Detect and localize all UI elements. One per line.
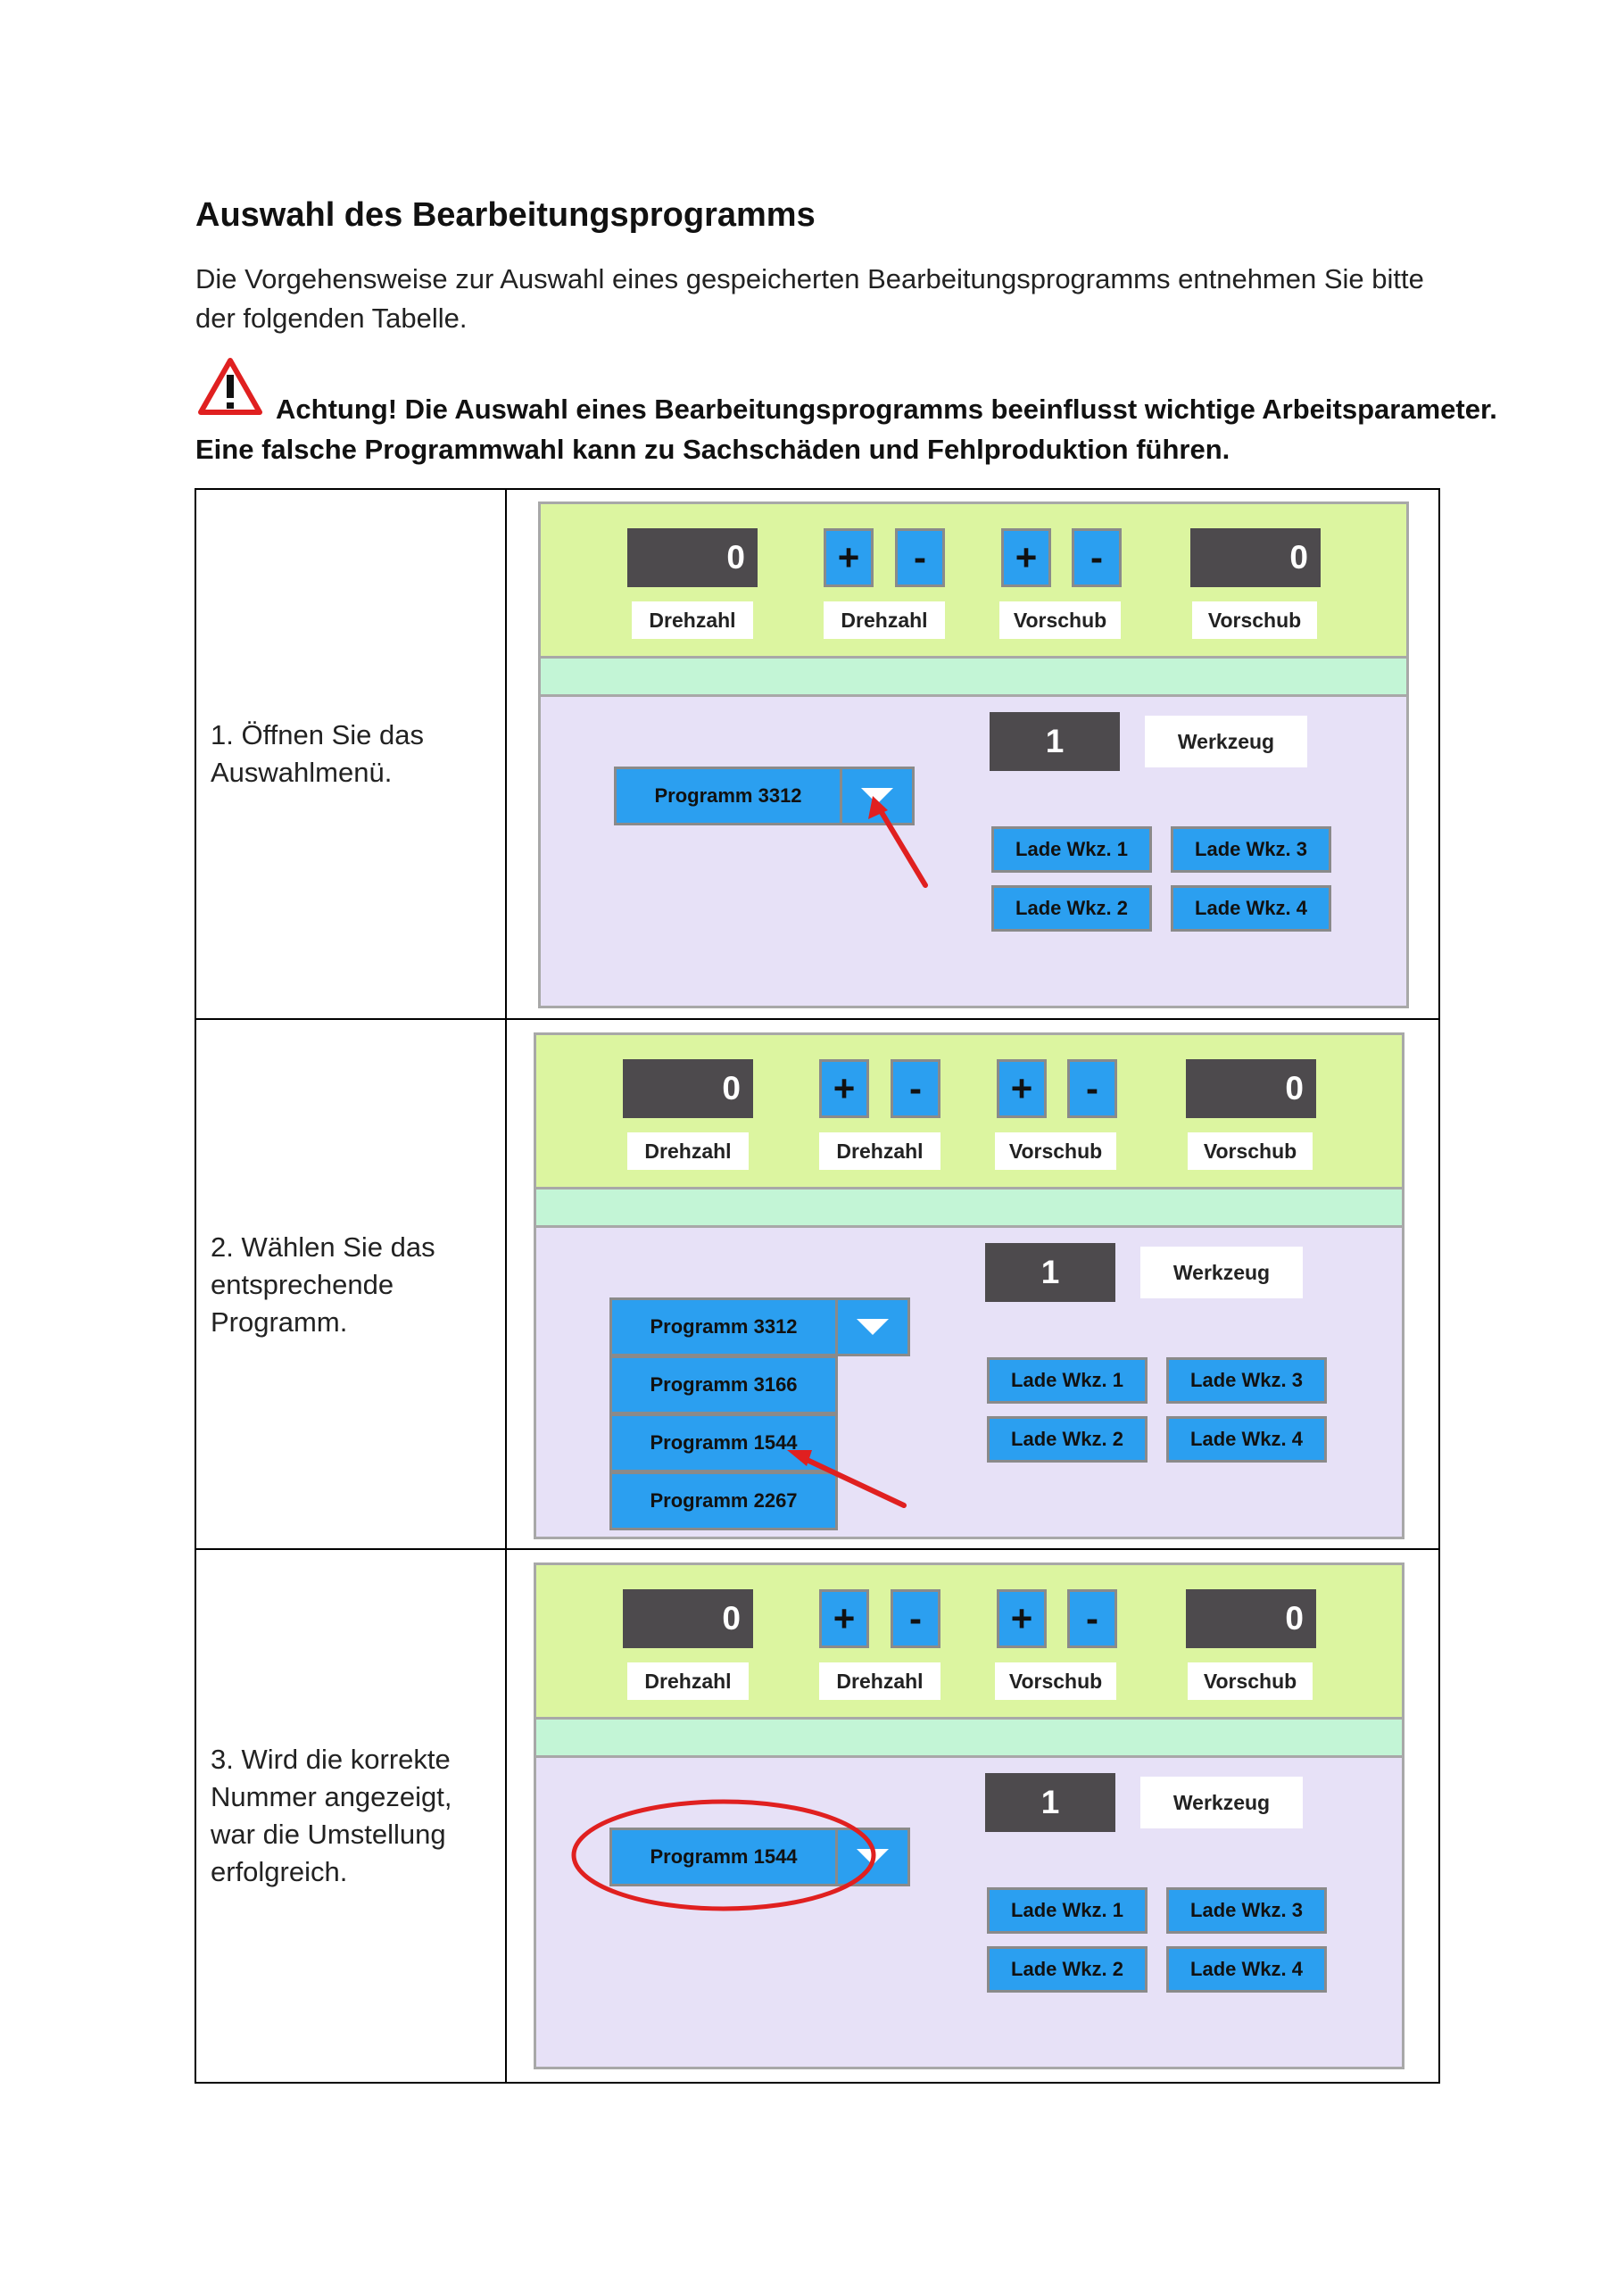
drehzahl-plus-button[interactable]: + <box>819 1589 869 1648</box>
vorschub-minus-button[interactable]: - <box>1072 528 1122 587</box>
step-1-text: 1. Öffnen Sie das Auswahlmenü. <box>211 719 424 788</box>
tool-label: Werkzeug <box>1140 1777 1303 1828</box>
vorschub-buttons-label: Vorschub <box>995 1132 1116 1170</box>
load-tool-1-button[interactable]: Lade Wkz. 1 <box>991 826 1152 873</box>
drehzahl-minus-button[interactable]: - <box>891 1589 940 1648</box>
tool-label: Werkzeug <box>1145 716 1307 767</box>
load-tool-2-button[interactable]: Lade Wkz. 2 <box>987 1416 1148 1463</box>
load-tool-4-button[interactable]: Lade Wkz. 4 <box>1171 885 1331 932</box>
chevron-down-icon <box>857 1849 889 1865</box>
program-option-2267[interactable]: Programm 2267 <box>609 1471 838 1530</box>
drehzahl-display-label: Drehzahl <box>627 1132 749 1170</box>
load-tool-4-button[interactable]: Lade Wkz. 4 <box>1166 1946 1327 1993</box>
chevron-down-icon <box>857 1319 889 1335</box>
vorschub-buttons-label: Vorschub <box>995 1662 1116 1700</box>
vorschub-minus-button[interactable]: - <box>1067 1589 1117 1648</box>
table-row-divider <box>195 1018 1440 1020</box>
step-2-machine-panel: 0 Drehzahl + - Drehzahl + - Vorschub 0 V… <box>534 1032 1404 1539</box>
program-option-3166[interactable]: Programm 3166 <box>609 1355 838 1414</box>
status-strip <box>534 1189 1404 1225</box>
dropdown-toggle-button[interactable] <box>835 1828 910 1886</box>
step-3-text: 3. Wird die korrekte Nummer angezeigt, w… <box>211 1744 452 1887</box>
load-tool-2-button[interactable]: Lade Wkz. 2 <box>991 885 1152 932</box>
drehzahl-display-label: Drehzahl <box>632 601 753 639</box>
vorschub-plus-button[interactable]: + <box>1001 528 1051 587</box>
status-strip <box>534 1720 1404 1755</box>
step-2-text: 2. Wählen Sie das entsprechende Programm… <box>211 1231 435 1338</box>
steps-table <box>195 488 1440 2084</box>
table-column-divider <box>505 488 507 2084</box>
drehzahl-minus-button[interactable]: - <box>891 1059 940 1118</box>
vorschub-display-label: Vorschub <box>1192 601 1317 639</box>
load-tool-3-button[interactable]: Lade Wkz. 3 <box>1166 1887 1327 1934</box>
warning-text-line-1: Achtung! Die Auswahl eines Bearbeitungsp… <box>276 394 1497 425</box>
vorschub-display-label: Vorschub <box>1188 1132 1313 1170</box>
load-tool-4-button[interactable]: Lade Wkz. 4 <box>1166 1416 1327 1463</box>
warning-text-line-2: Eine falsche Programmwahl kann zu Sachsc… <box>195 434 1230 465</box>
load-tool-1-button[interactable]: Lade Wkz. 1 <box>987 1887 1148 1934</box>
program-option-1544[interactable]: Programm 1544 <box>609 1413 838 1472</box>
drehzahl-display: 0 <box>623 1589 753 1648</box>
page-title: Auswahl des Bearbeitungsprogramms <box>195 196 816 234</box>
dropdown-toggle-button[interactable] <box>840 767 915 825</box>
drehzahl-display-label: Drehzahl <box>627 1662 749 1700</box>
drehzahl-buttons-label: Drehzahl <box>819 1662 940 1700</box>
vorschub-display: 0 <box>1186 1589 1316 1648</box>
load-tool-2-button[interactable]: Lade Wkz. 2 <box>987 1946 1148 1993</box>
tool-number-display: 1 <box>985 1773 1115 1832</box>
program-select[interactable]: Programm 1544 <box>609 1828 838 1886</box>
vorschub-buttons-label: Vorschub <box>999 601 1121 639</box>
program-select[interactable]: Programm 3312 <box>614 767 842 825</box>
vorschub-minus-button[interactable]: - <box>1067 1059 1117 1118</box>
vorschub-plus-button[interactable]: + <box>997 1589 1047 1648</box>
tool-number-display: 1 <box>985 1243 1115 1302</box>
drehzahl-plus-button[interactable]: + <box>819 1059 869 1118</box>
vorschub-plus-button[interactable]: + <box>997 1059 1047 1118</box>
tool-number-display: 1 <box>990 712 1120 771</box>
program-select[interactable]: Programm 3312 <box>609 1297 838 1356</box>
status-strip <box>538 659 1409 694</box>
load-tool-3-button[interactable]: Lade Wkz. 3 <box>1166 1357 1327 1404</box>
table-row-divider <box>195 1548 1440 1550</box>
vorschub-display: 0 <box>1190 528 1321 587</box>
warning-triangle-icon <box>198 358 262 415</box>
drehzahl-display: 0 <box>623 1059 753 1118</box>
drehzahl-buttons-label: Drehzahl <box>824 601 945 639</box>
step-3-machine-panel: 0 Drehzahl + - Drehzahl + - Vorschub 0 V… <box>534 1562 1404 2069</box>
load-tool-1-button[interactable]: Lade Wkz. 1 <box>987 1357 1148 1404</box>
intro-text-line-1: Die Vorgehensweise zur Auswahl eines ges… <box>195 263 1424 294</box>
intro-text-line-2: der folgenden Tabelle. <box>195 303 468 334</box>
drehzahl-minus-button[interactable]: - <box>895 528 945 587</box>
tool-label: Werkzeug <box>1140 1247 1303 1298</box>
vorschub-display-label: Vorschub <box>1188 1662 1313 1700</box>
drehzahl-display: 0 <box>627 528 758 587</box>
chevron-down-icon <box>861 788 893 804</box>
drehzahl-buttons-label: Drehzahl <box>819 1132 940 1170</box>
step-1-machine-panel: 0 Drehzahl + - Drehzahl + - Vorschub 0 V… <box>538 501 1409 1008</box>
drehzahl-plus-button[interactable]: + <box>824 528 874 587</box>
load-tool-3-button[interactable]: Lade Wkz. 3 <box>1171 826 1331 873</box>
vorschub-display: 0 <box>1186 1059 1316 1118</box>
dropdown-toggle-button[interactable] <box>835 1297 910 1356</box>
